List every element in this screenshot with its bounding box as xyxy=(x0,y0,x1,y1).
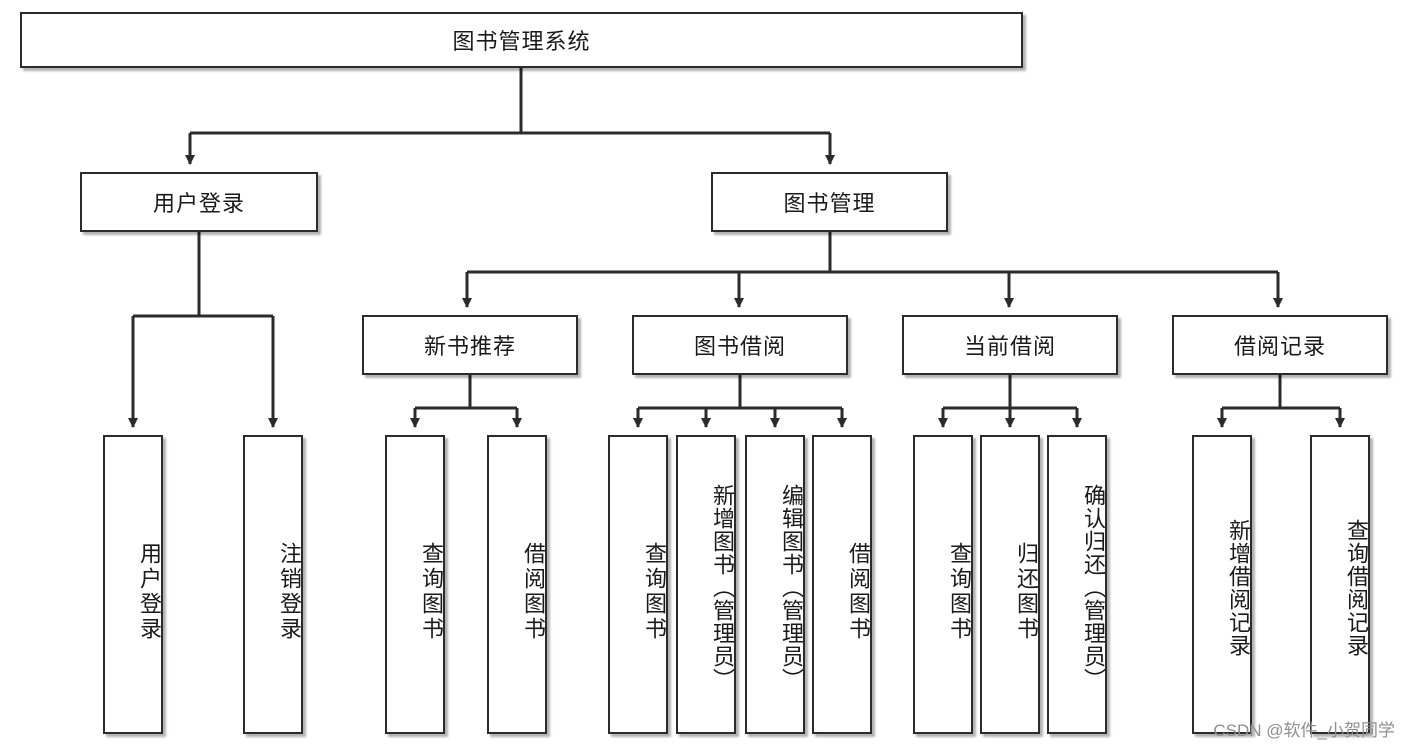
node-label: 新增借阅记录 xyxy=(1226,518,1251,657)
leaf-current-borrow-return-book[interactable]: 归还图书 xyxy=(980,435,1040,734)
leaf-book-borrow-borrow-book[interactable]: 借阅图书 xyxy=(812,435,872,734)
node-label: 借阅图书 xyxy=(846,541,871,642)
node-label: 图书管理 xyxy=(783,191,876,216)
node-current-borrow[interactable]: 当前借阅 xyxy=(902,315,1118,375)
node-label: 编辑图书（管理员） xyxy=(779,484,804,691)
node-label: 查询图书 xyxy=(419,541,444,642)
node-label: 用户登录 xyxy=(152,191,245,216)
node-new-book-recommend[interactable]: 新书推荐 xyxy=(362,315,578,375)
node-label: 新书推荐 xyxy=(423,334,516,359)
node-borrow-record[interactable]: 借阅记录 xyxy=(1172,315,1388,375)
node-label: 图书管理系统 xyxy=(452,29,591,54)
leaf-current-borrow-query-book[interactable]: 查询图书 xyxy=(913,435,973,734)
node-user-login[interactable]: 用户登录 xyxy=(80,172,318,232)
node-label: 查询图书 xyxy=(947,541,972,642)
node-label: 注销登录 xyxy=(277,541,302,642)
node-book-borrow[interactable]: 图书借阅 xyxy=(632,315,848,375)
leaf-new-book-borrow-book[interactable]: 借阅图书 xyxy=(487,435,547,734)
node-label: 确认归还（管理员） xyxy=(1081,484,1106,691)
watermark: CSDN @软件_小贺同学 xyxy=(1213,721,1395,740)
leaf-user-login-login[interactable]: 用户登录 xyxy=(103,435,163,734)
leaf-borrow-record-query-record[interactable]: 查询借阅记录 xyxy=(1310,435,1370,734)
node-label: 图书借阅 xyxy=(693,334,786,359)
node-label: 查询借阅记录 xyxy=(1344,518,1369,657)
leaf-borrow-record-add-record[interactable]: 新增借阅记录 xyxy=(1192,435,1252,734)
node-label: 归还图书 xyxy=(1014,541,1039,642)
node-label: 借阅记录 xyxy=(1233,334,1326,359)
node-book-management[interactable]: 图书管理 xyxy=(711,172,948,232)
node-label: 借阅图书 xyxy=(521,541,546,642)
node-label: 当前借阅 xyxy=(963,334,1056,359)
leaf-current-borrow-confirm-return-admin[interactable]: 确认归还（管理员） xyxy=(1047,435,1107,734)
node-root-book-management-system[interactable]: 图书管理系统 xyxy=(20,12,1023,68)
leaf-user-login-logout[interactable]: 注销登录 xyxy=(243,435,303,734)
leaf-book-borrow-query-book[interactable]: 查询图书 xyxy=(608,435,668,734)
leaf-book-borrow-edit-book-admin[interactable]: 编辑图书（管理员） xyxy=(745,435,805,734)
node-label: 查询图书 xyxy=(642,541,667,642)
node-label: 用户登录 xyxy=(137,541,162,642)
node-label: 新增图书（管理员） xyxy=(710,484,735,691)
leaf-book-borrow-add-book-admin[interactable]: 新增图书（管理员） xyxy=(676,435,736,734)
leaf-new-book-query-book[interactable]: 查询图书 xyxy=(385,435,445,734)
